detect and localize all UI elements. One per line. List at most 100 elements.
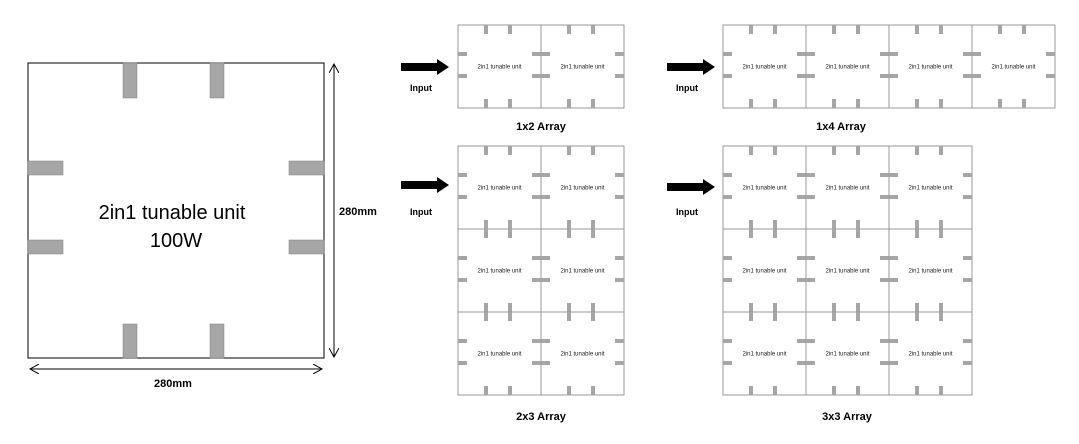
cell-connector [797,173,806,177]
cell-connector [915,312,919,321]
cell-connector [880,361,889,365]
cell-connector [880,74,889,78]
array-cell: 2in1 tunable unit [888,145,973,230]
cell-connector [615,278,624,282]
arrow-right-icon [667,59,715,75]
cell-connector [880,339,889,343]
cell-connector [889,339,898,343]
cell-connector [484,220,488,229]
cell-connector [1022,25,1026,34]
cell-connector [797,195,806,199]
cell-label: 2in1 tunable unit [825,352,869,358]
cell-connector [567,303,571,312]
cell-outline [540,24,625,109]
cell-connector [484,386,488,395]
array-cell: 2in1 tunable unit [540,228,625,313]
cell-connector [508,386,512,395]
array-cell: 2in1 tunable unit [722,311,807,396]
width-dimension-label: 280mm [154,378,192,390]
cell-connector [1046,52,1055,56]
cell-connector [915,99,919,108]
cell-connector [972,52,981,56]
caption-1x2: 1x2 Array [516,121,567,133]
cell-connector [963,339,972,343]
connector-top-left [122,62,138,99]
array-cell: 2in1 tunable unit [805,24,890,109]
cell-connector [508,220,512,229]
input-label: Input [676,83,698,93]
cell-outline [805,228,890,313]
cell-connector [856,386,860,395]
cell-outline [540,228,625,313]
cell-connector [806,256,815,260]
cell-connector [723,339,732,343]
cell-connector [856,146,860,155]
cell-connector [508,229,512,238]
cell-label: 2in1 tunable unit [908,269,952,275]
arrow-right-icon [401,59,449,75]
cell-connector [484,312,488,321]
cell-outline [457,311,542,396]
cell-connector [832,25,836,34]
cell-connector [615,74,624,78]
cell-connector [889,361,898,365]
cell-connector [1046,74,1055,78]
cell-connector [806,361,815,365]
cell-connector [797,339,806,343]
cell-connector [458,173,467,177]
cell-connector [773,229,777,238]
cell-outline [540,311,625,396]
cell-connector [963,195,972,199]
cell-connector [806,339,815,343]
array-cell: 2in1 tunable unit [540,145,625,230]
cell-connector [856,99,860,108]
connector-right-upper [288,160,325,176]
cell-connector [856,312,860,321]
unit-label-line1: 2in1 tunable unit [99,202,246,224]
cell-connector [797,52,806,56]
cell-connector [591,220,595,229]
arrow-right-icon [667,179,715,195]
cell-connector [532,74,541,78]
cell-connector [615,339,624,343]
cell-connector [591,229,595,238]
cell-connector [532,173,541,177]
cell-connector [889,278,898,282]
cell-connector [806,52,815,56]
cell-connector [749,386,753,395]
cell-connector [532,339,541,343]
input-arrow-1x4: Input [667,59,715,93]
array-cell: 2in1 tunable unit [805,145,890,230]
cell-connector [915,146,919,155]
cell-connector [880,256,889,260]
cell-label: 2in1 tunable unit [908,186,952,192]
cell-connector [773,386,777,395]
cell-connector [915,25,919,34]
cell-connector [541,339,550,343]
connector-left-lower [27,239,64,255]
cell-connector [806,173,815,177]
cell-connector [939,312,943,321]
cell-connector [541,361,550,365]
connector-left-upper [27,160,64,176]
cell-label: 2in1 tunable unit [477,269,521,275]
cell-connector [797,256,806,260]
cell-outline [457,24,542,109]
cell-outline [457,228,542,313]
array-cell: 2in1 tunable unit [971,24,1056,109]
cell-connector [963,74,972,78]
connector-top-right [209,62,225,99]
array-cell: 2in1 tunable unit [888,311,973,396]
cell-connector [880,195,889,199]
cell-connector [591,303,595,312]
cell-label: 2in1 tunable unit [908,65,952,71]
cell-connector [723,361,732,365]
cell-label: 2in1 tunable unit [477,65,521,71]
cell-connector [856,220,860,229]
array-cell: 2in1 tunable unit [722,24,807,109]
cell-connector [541,173,550,177]
cell-outline [722,228,807,313]
cell-connector [615,256,624,260]
